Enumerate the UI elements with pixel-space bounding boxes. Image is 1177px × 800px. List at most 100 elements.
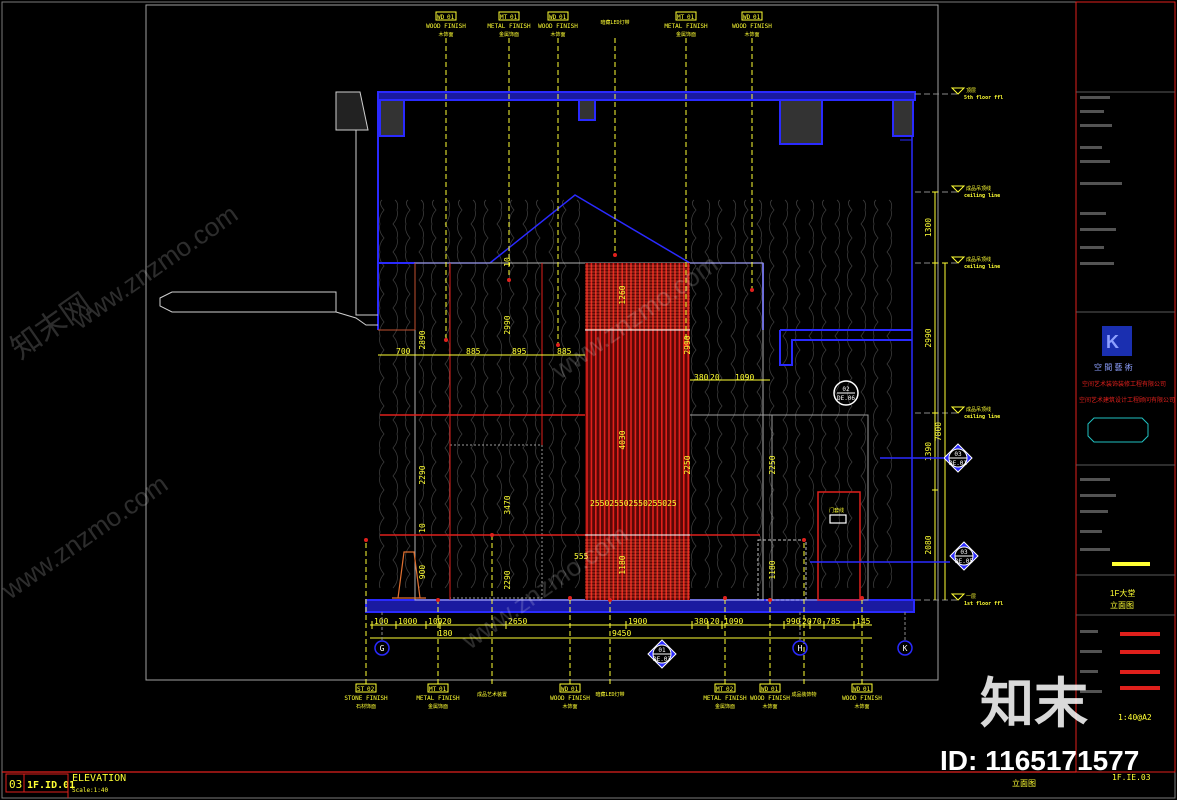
wood-grain-line (548, 199, 555, 589)
tag-material-cn: 金属饰面 (676, 31, 696, 38)
tag-finish: STONE FINISH (344, 695, 388, 702)
wood-texture (379, 199, 893, 589)
dim-value: 380 (694, 617, 709, 626)
furniture-bits: 门套线 (392, 507, 847, 599)
tag-number: 01 (863, 686, 871, 693)
wood-grain-line (496, 199, 503, 589)
tag-finish: WOOD FINISH (750, 695, 790, 702)
grid-label: G (380, 644, 385, 653)
wood-grain-line (795, 199, 801, 589)
dim-value: 10 (418, 523, 427, 533)
dim-value: 555 (574, 552, 589, 561)
tag-material-cn: 金属饰面 (428, 703, 448, 710)
reveal-lines (380, 263, 860, 600)
dim-value: 2290 (418, 465, 427, 484)
dim-value: 100 (428, 617, 443, 626)
dim-value: 990 (786, 617, 801, 626)
leader-dot (364, 538, 368, 542)
tag-box (355, 683, 377, 693)
tag-number: 01 (571, 686, 579, 693)
wood-grain-line (756, 199, 763, 589)
wood-grain-line (522, 199, 529, 589)
wood-grain-line (431, 199, 437, 589)
tag-code: MT (429, 686, 437, 693)
wood-grain-line (392, 199, 399, 589)
tag-number: 01 (559, 14, 567, 21)
leader-dot (556, 343, 560, 347)
dim-value: 885 (466, 347, 481, 356)
tag-material-cn: 木饰面 (744, 31, 759, 38)
dim-value: 100 (374, 617, 389, 626)
tag-code: ST (357, 686, 365, 693)
scale-a2: 1:40@A2 (1118, 713, 1152, 722)
level-marker-icon (950, 256, 966, 264)
tag-code: WD (549, 14, 557, 21)
title-bar: 03 1F.ID.01 ELEVATION Scale:1:40 立面图 (2, 771, 1076, 798)
wood-grain-line (470, 199, 477, 589)
tag-finish: WOOD FINISH (550, 695, 590, 702)
tag-finish: WOOD FINISH (732, 23, 772, 30)
wood-grain-line (509, 199, 515, 589)
leader-dot (568, 596, 572, 600)
wood-grain-line (535, 199, 541, 589)
dim-value: 1090 (724, 617, 743, 626)
leader-dot (768, 598, 772, 602)
wood-grain-line (730, 199, 737, 589)
drawing-scale: Scale:1:40 (72, 787, 109, 794)
leader-dot (507, 278, 511, 282)
tag-code: WD (761, 686, 769, 693)
tag-material-cn: 金属饰面 (499, 31, 519, 38)
section-reference: DE.06 (837, 395, 855, 402)
tag-material-cn: 金属饰面 (715, 703, 735, 710)
wood-grain-line (782, 199, 789, 589)
dim-value: 9450 (612, 629, 631, 638)
tag-number: 02 (726, 686, 734, 693)
dim-value: 2080 (924, 535, 933, 554)
wood-grain-line (418, 199, 425, 589)
drawing-cn: 立面图 (1110, 600, 1134, 610)
tag-finish: METAL FINISH (416, 695, 460, 702)
tag-box (547, 11, 569, 21)
leader-dot (436, 598, 440, 602)
leader-lines (364, 38, 864, 684)
tag-code: WD (561, 686, 569, 693)
dim-value: 1300 (924, 218, 933, 237)
tag-code: WD (853, 686, 861, 693)
leader-dot (860, 596, 864, 600)
dim-value: 785 (826, 617, 841, 626)
project-cn: 1F大堂 (1110, 588, 1135, 598)
wood-grain-line (405, 199, 411, 589)
tag-box (714, 683, 736, 693)
tag-material-cn: 暗藏LED灯带 (595, 691, 624, 698)
tag-material-cn: 木饰面 (438, 31, 453, 38)
tag-box (851, 683, 873, 693)
logo-mark-icon: K (1106, 332, 1119, 352)
watermark: 知末网 www.znzmo.com www.znzmo.com www.znzm… (0, 198, 1139, 776)
dim-value: 20 (802, 617, 812, 626)
tag-code: WD (743, 14, 751, 21)
tag-code: WD (437, 14, 445, 21)
drawing-title-cn: 立面图 (1012, 778, 1036, 788)
tag-number: 01 (439, 686, 447, 693)
level-marker-icon (950, 406, 966, 414)
dim-value: 20 (710, 373, 720, 382)
leader-dot (490, 533, 494, 537)
tag-code: MT (716, 686, 724, 693)
tag-material-cn: 成品装饰物 (791, 691, 816, 698)
dim-value: 895 (512, 347, 527, 356)
level-label-en: 1st floor ffl (964, 601, 1003, 607)
dim-value: 2990 (683, 335, 692, 354)
tag-material-cn: 石材饰面 (356, 703, 376, 710)
grid-label: K (903, 644, 908, 653)
level-label-en: 5th floor ffl (964, 95, 1003, 101)
wood-grain-line (717, 199, 723, 589)
dim-value: 180 (438, 629, 453, 638)
level-label-cn: 一层 (966, 594, 976, 600)
tag-finish: WOOD FINISH (842, 695, 882, 702)
section-number: 01 (658, 647, 666, 654)
wood-grain-line (743, 199, 749, 589)
